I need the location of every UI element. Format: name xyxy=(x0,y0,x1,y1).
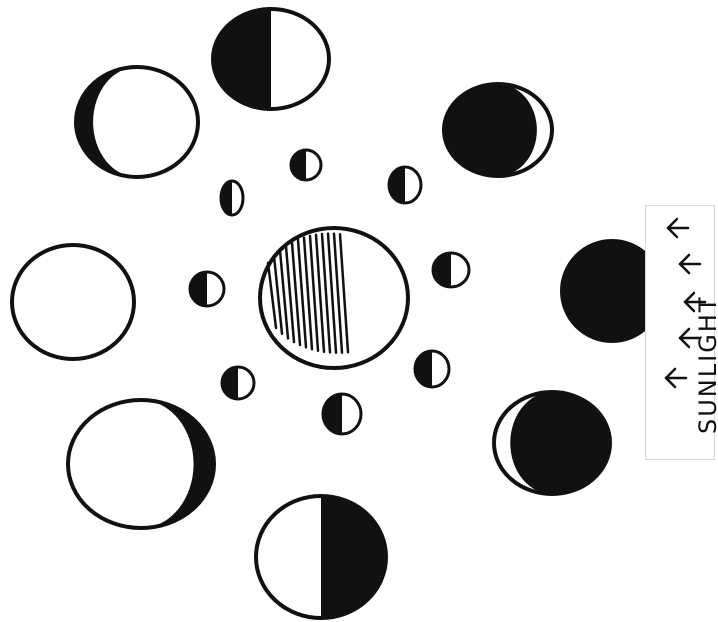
inner-moon-1 xyxy=(190,272,224,306)
inner-moon-2 xyxy=(221,181,243,215)
sunlight-arrow xyxy=(668,219,688,237)
sunlight-arrow xyxy=(680,255,700,273)
outer-moon-first-quarter xyxy=(213,9,329,109)
inner-moon-5 xyxy=(433,253,469,287)
sunlight-text: SUNLIGHT xyxy=(694,295,718,434)
outer-moon-third-quarter xyxy=(256,496,386,618)
inner-moon-4 xyxy=(389,167,421,203)
outer-moon-waning-gibbous xyxy=(68,400,214,528)
sunlight-arrow xyxy=(666,369,686,387)
outer-moon-waning-crescent xyxy=(494,392,610,494)
outer-moon-waxing-crescent xyxy=(444,84,552,176)
inner-moon-7 xyxy=(323,394,361,434)
sunlight-label: SUNLIGHT xyxy=(645,205,715,460)
inner-moon-3 xyxy=(291,150,321,180)
outer-moon-waxing-gibbous xyxy=(76,67,198,177)
inner-moon-8 xyxy=(222,367,254,399)
outer-moon-full xyxy=(12,245,134,359)
earth xyxy=(260,228,408,368)
inner-moon-6 xyxy=(415,351,449,387)
